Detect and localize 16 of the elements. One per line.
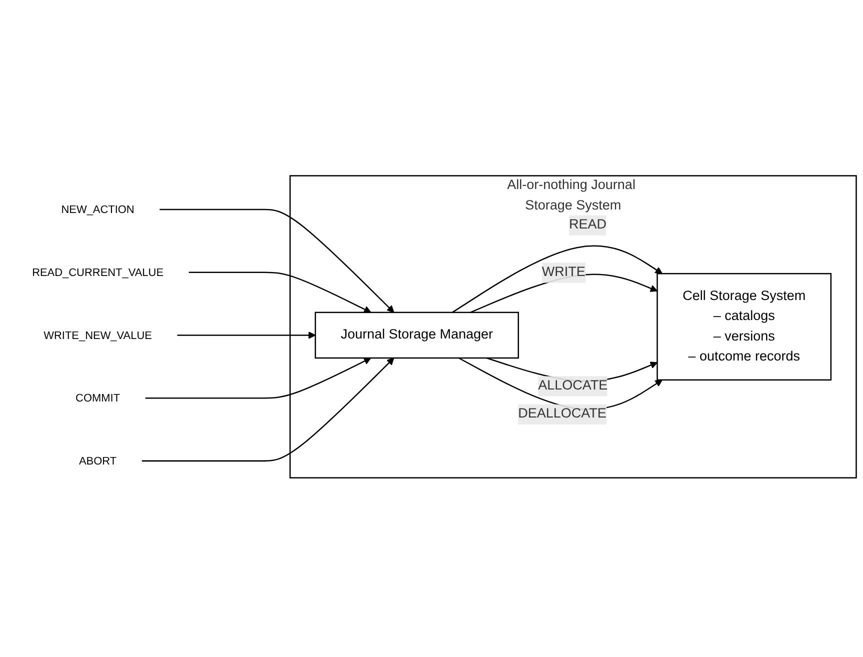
arrow (188, 271, 372, 313)
edge-label: DEALLOCATE (518, 406, 606, 421)
arrow (160, 208, 394, 312)
edge-label: READ (569, 217, 607, 232)
arrow (142, 357, 394, 462)
arrow (177, 331, 316, 339)
edge-label: WRITE (542, 264, 586, 280)
node-text: WRITE_NEW_VALUE (44, 328, 152, 342)
node-box: Cell Storage System – catalogs – versions – outcome records (656, 272, 832, 380)
node-text: READ_CURRENT_VALUE (32, 266, 164, 278)
edge-label: ALLOCATE (538, 378, 608, 393)
node-text: COMMIT (76, 391, 120, 404)
node-box: Journal Storage Manager (314, 312, 519, 358)
node-text: ABORT (78, 454, 117, 467)
node-text: NEW_ACTION (61, 202, 134, 216)
arrow (145, 357, 372, 398)
